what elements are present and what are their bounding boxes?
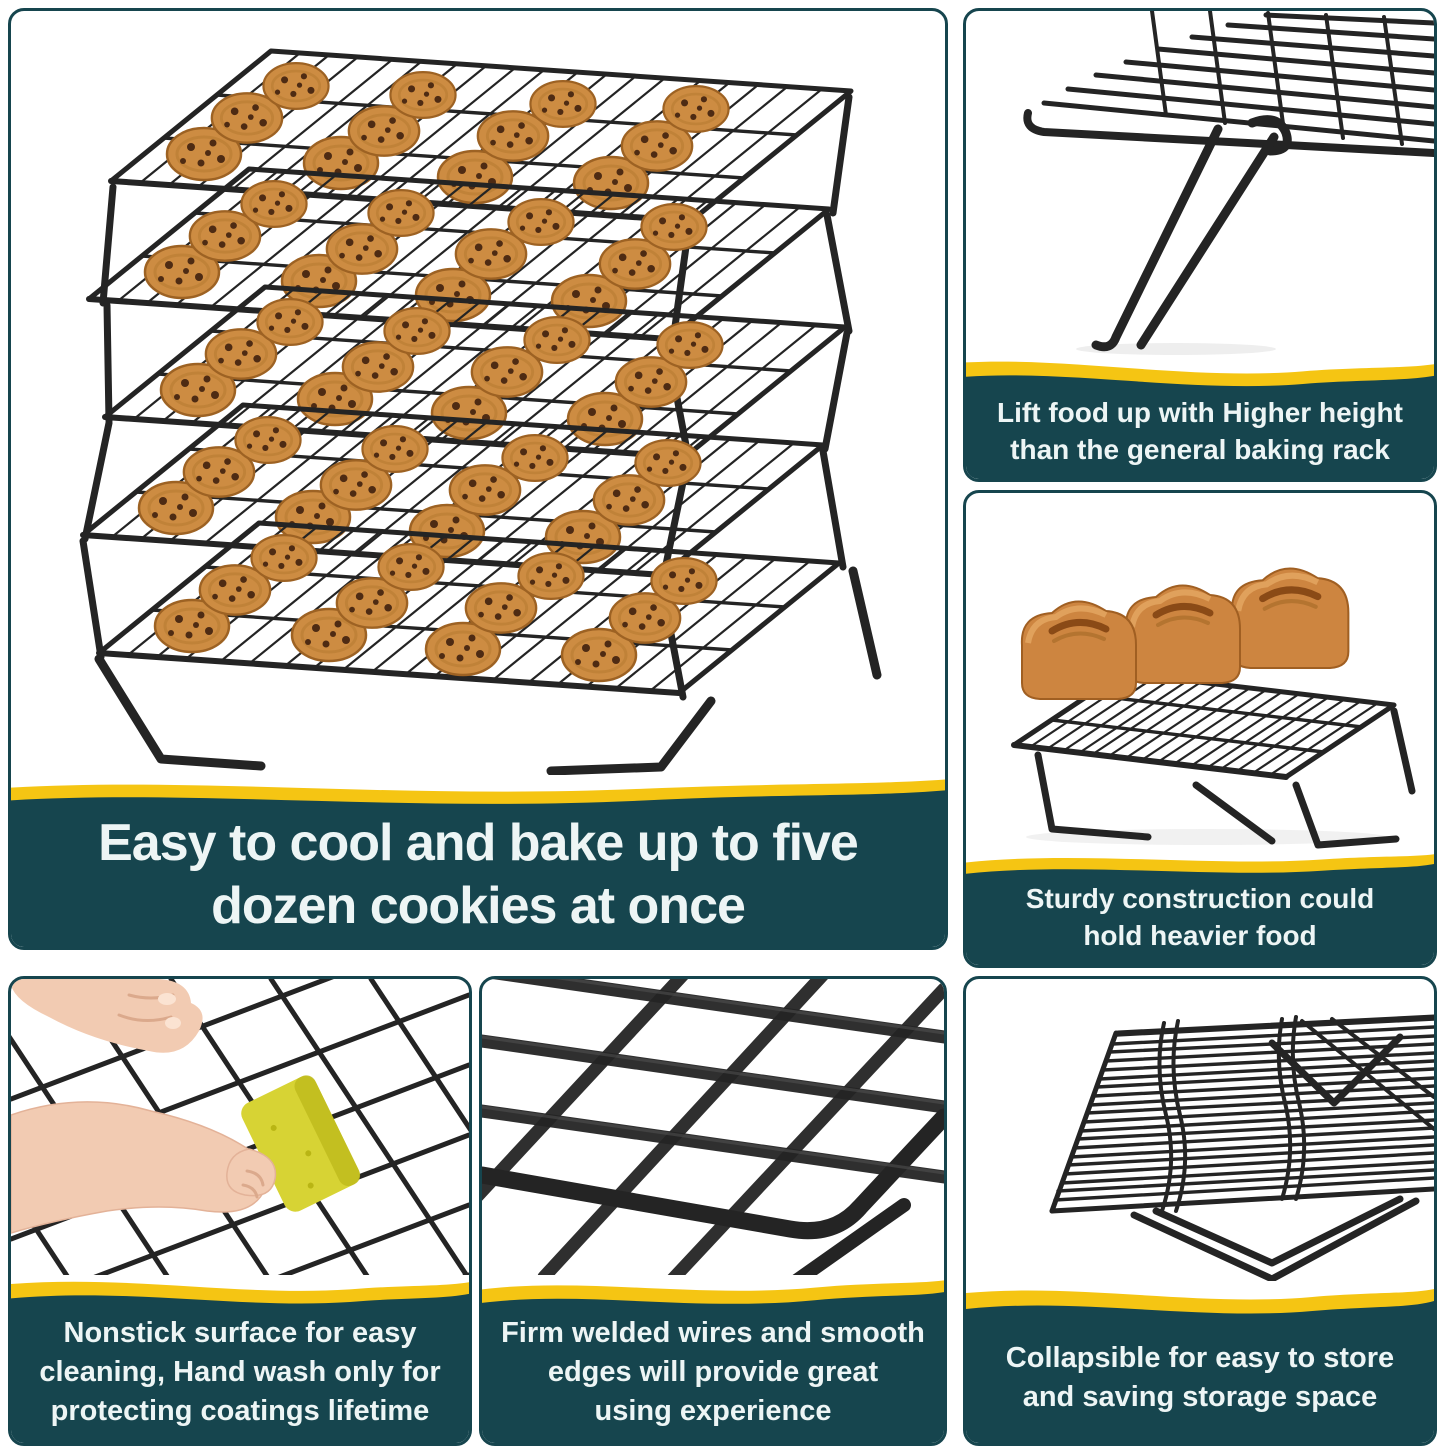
wave-accent (966, 361, 1434, 393)
wave-accent (11, 779, 945, 812)
wave-accent (11, 1281, 469, 1311)
cleaning-illustration (11, 979, 469, 1275)
photo-hand-cleaning-rack (11, 979, 469, 1275)
welded-wires-illustration (482, 979, 944, 1275)
photo-rack-corner-folding-leg (966, 11, 1434, 357)
wave-accent (482, 1280, 944, 1311)
hero-caption: Easy to cool and bake up to five dozen c… (11, 775, 945, 947)
panel-welded: Firm welded wires and smooth edges will … (479, 976, 947, 1446)
wave-accent (966, 1289, 1434, 1321)
nonstick-caption-line: Nonstick surface for easy (63, 1317, 417, 1350)
lift-caption: Lift food up with Higher height than the… (966, 357, 1434, 479)
photo-collapsed-racks (966, 979, 1434, 1281)
photo-five-tier-rack-with-cookies (11, 11, 945, 775)
panel-hero: Easy to cool and bake up to five dozen c… (8, 8, 948, 950)
sturdy-caption-line: Sturdy construction could (1025, 882, 1375, 914)
collapsible-caption-line: and saving storage space (1022, 1380, 1378, 1413)
bread-rack-illustration (1011, 493, 1416, 849)
sturdy-caption: Sturdy construction could hold heavier f… (966, 849, 1434, 965)
collapsible-caption-line: Collapsible for easy to store (1005, 1341, 1395, 1374)
welded-caption-line: Firm welded wires and smooth (501, 1317, 925, 1350)
nonstick-caption-line: cleaning, Hand wash only for (39, 1356, 441, 1389)
panel-collapsible: Collapsible for easy to store and saving… (963, 976, 1437, 1446)
five-tier-rack-illustration (79, 11, 882, 775)
panel-lift: Lift food up with Higher height than the… (963, 8, 1437, 482)
hero-caption-line: Easy to cool and bake up to five (98, 814, 859, 873)
collapsible-caption: Collapsible for easy to store and saving… (966, 1281, 1434, 1443)
upper-hand (11, 979, 203, 1053)
panel-nonstick: Nonstick surface for easy cleaning, Hand… (8, 976, 472, 1446)
lift-caption-line: than the general baking rack (1010, 434, 1390, 466)
lift-caption-line: Lift food up with Higher height (997, 396, 1403, 428)
welded-caption-line: using experience (594, 1394, 832, 1427)
collapsed-racks-illustration (1049, 1014, 1434, 1281)
photo-rack-with-bread (966, 493, 1434, 849)
hero-caption-line: dozen cookies at once (211, 876, 746, 935)
nonstick-caption-line: protecting coatings lifetime (50, 1394, 430, 1427)
welded-caption: Firm welded wires and smooth edges will … (482, 1275, 944, 1443)
panel-sturdy: Sturdy construction could hold heavier f… (963, 490, 1437, 968)
rack-corner-illustration (1023, 11, 1434, 355)
photo-welded-wires-closeup (482, 979, 944, 1275)
wave-accent (966, 854, 1434, 879)
welded-caption-line: edges will provide great (547, 1356, 879, 1389)
sponge (241, 1075, 361, 1212)
sturdy-caption-line: hold heavier food (1083, 920, 1317, 952)
nonstick-caption: Nonstick surface for easy cleaning, Hand… (11, 1275, 469, 1443)
